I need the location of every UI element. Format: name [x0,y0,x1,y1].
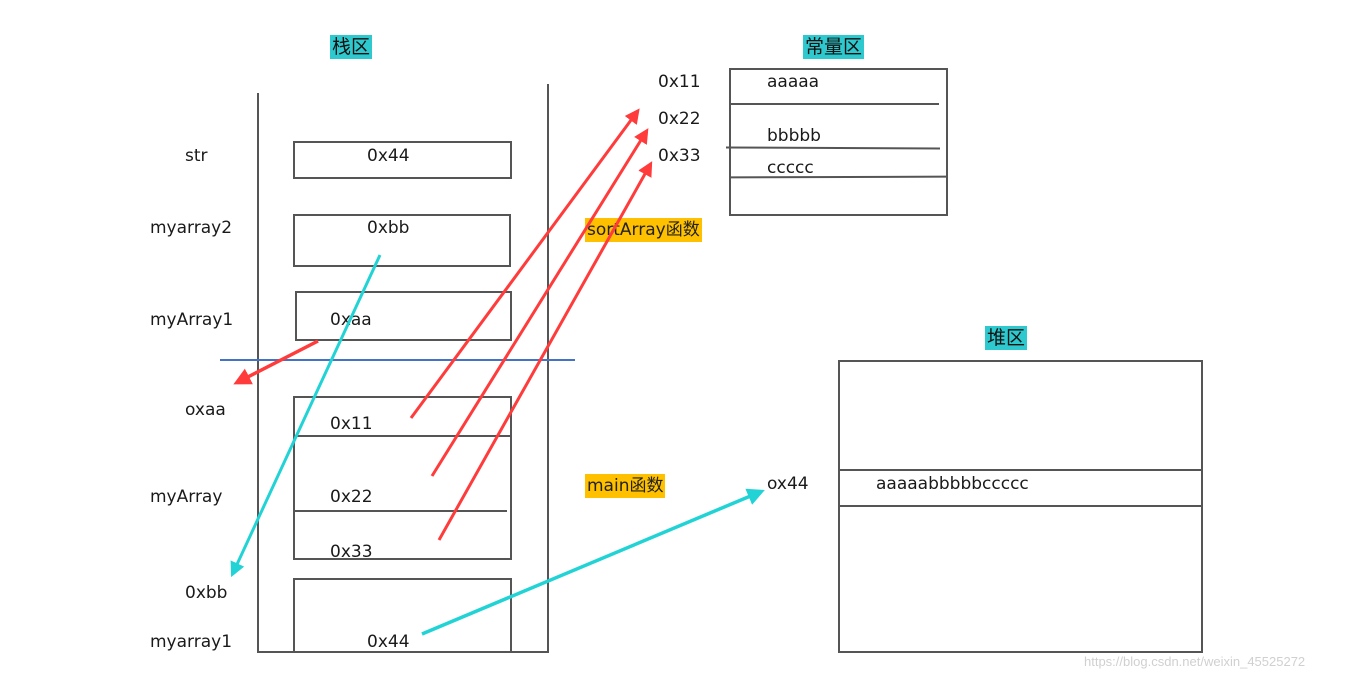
arrow-0x11-to-constant [409,108,640,419]
arrow-myArray1-to-oxaa [233,339,319,385]
constant-address-0: 0x11 [658,72,701,92]
cell-myArray1 [295,291,512,341]
stack-area-title: 栈区 [330,35,373,59]
heap-area-title: 堆区 [985,326,1028,350]
arrow-0x33-to-constant [437,161,653,541]
var-label-str: str [185,146,208,166]
main-function-label: main函数 [585,474,666,498]
cell-myArray-sep-2 [293,510,507,512]
var-label-myArray1: myArray1 [150,310,234,330]
cell-myArray-sep-1 [293,435,512,437]
cell-myarray1 [293,578,512,653]
heap-string-cell [838,469,1203,507]
constant-address-2: 0x33 [658,146,701,166]
arrow-0x44-to-heap [421,488,765,636]
var-label-myArray: myArray [150,487,223,507]
function-frame-divider [220,359,575,361]
arrow-0x22-to-constant [430,128,649,477]
heap-string-value: aaaaabbbbbccccc [876,474,1029,494]
var-label-myarray2: myarray2 [150,218,233,238]
var-label-oxaa: oxaa [185,400,226,420]
arrow-myarray2-to-0xbb [230,254,382,578]
cell-myArray-value-2: 0x33 [330,542,373,562]
stack-right-border [547,84,549,653]
constant-value-2: ccccc [767,158,814,178]
heap-address: ox44 [767,474,809,494]
constant-address-1: 0x22 [658,109,701,129]
constant-sep-1 [729,103,939,105]
cell-myArray-value-1: 0x22 [330,487,373,507]
constant-value-1: bbbbb [767,126,821,146]
watermark: https://blog.csdn.net/weixin_45525272 [1084,654,1306,669]
cell-myArray [293,396,512,560]
cell-str [293,141,512,179]
constant-area-box [729,68,948,216]
var-label-myarray1: myarray1 [150,632,233,652]
cell-myArray-value-0: 0x11 [330,414,373,434]
cell-myarray1-value: 0x44 [367,632,410,652]
cell-str-value: 0x44 [367,146,410,166]
cell-myarray2 [293,214,511,267]
constant-value-0: aaaaa [767,72,820,92]
var-label-0xbb: 0xbb [185,583,228,603]
constant-area-title: 常量区 [803,35,865,59]
cell-myarray2-value: 0xbb [367,218,410,238]
